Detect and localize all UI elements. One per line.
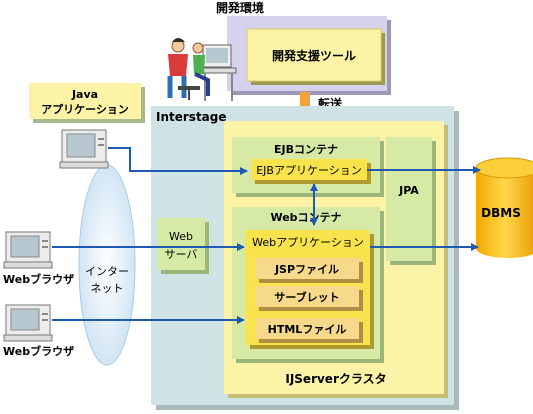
jpa-box	[386, 137, 432, 261]
web-app-label: Webアプリケーション	[252, 236, 364, 249]
html-box	[255, 318, 359, 339]
dev-tool-label: 開発支援ツール	[272, 48, 356, 63]
java-app-line2: アプリケーション	[41, 102, 129, 116]
jsp-label: JSPファイル	[274, 263, 339, 276]
browser-computer-icon-2	[3, 304, 53, 342]
java-to-ejb-arrow	[108, 147, 248, 175]
java-app-line1: Java	[71, 88, 98, 101]
jpa-label: JPA	[398, 184, 419, 197]
browser-label-2: Webブラウザ	[3, 344, 74, 358]
connection-arrows	[52, 147, 481, 324]
ejb-container-label: EJBコンテナ	[274, 143, 338, 156]
dbms-label: DBMS	[481, 206, 521, 220]
web-server-line1: Web	[169, 230, 193, 243]
browser-computer-icon-1	[3, 231, 53, 269]
browser-label-1: Webブラウザ	[3, 272, 74, 286]
java-app-computer-icon	[59, 129, 109, 169]
web-container-label: Webコンテナ	[270, 211, 341, 224]
ejb-app-box	[251, 159, 367, 180]
internet-line1: インター	[85, 265, 129, 278]
dbms-cylinder	[475, 157, 533, 258]
web-server-box	[157, 218, 205, 270]
java-app-box	[29, 83, 141, 119]
html-label: HTMLファイル	[268, 323, 347, 336]
ejb-app-label: EJBアプリケーション	[256, 164, 362, 177]
servlet-label: サーブレット	[274, 290, 339, 304]
interstage-title: Interstage	[156, 110, 227, 124]
dev-env-title: 開発環境	[216, 0, 264, 15]
developers-illustration	[167, 38, 237, 101]
servlet-box	[255, 286, 359, 307]
dev-tool-box	[246, 28, 382, 82]
internet-line2: ネット	[91, 282, 124, 295]
cluster-label: IJServerクラスタ	[285, 372, 386, 386]
jsp-box	[255, 258, 359, 279]
web-server-line2: サーバ	[165, 248, 198, 261]
